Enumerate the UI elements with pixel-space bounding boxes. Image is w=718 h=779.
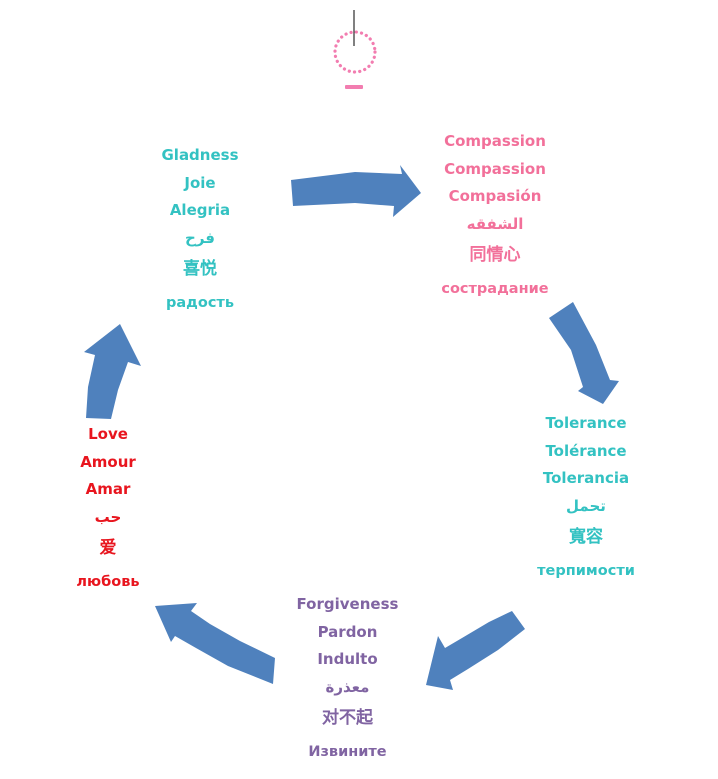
- tolerance-word-2: Tolérance: [545, 441, 627, 460]
- gladness-word-2: Joie: [184, 173, 216, 192]
- tolerance-word-3: Tolerancia: [542, 469, 630, 487]
- gladness-word-5: 喜悦: [183, 259, 217, 279]
- forgiveness-word-3: Indulto: [317, 650, 378, 668]
- forgiveness-word-4: معذرة: [325, 677, 370, 696]
- arrow-tolerance-to-forgiveness: [426, 611, 525, 690]
- gladness-word-3: Alegria: [169, 201, 231, 219]
- forgiveness-word-2: Pardon: [317, 622, 378, 641]
- tolerance-word-6: терпимости: [537, 563, 635, 579]
- compassion-word-4: الشفقه: [466, 214, 524, 233]
- gladness-word-4: فرح: [185, 228, 215, 247]
- compassion-word-6: сострадание: [441, 281, 549, 297]
- arrow-gladness-to-compassion: [291, 165, 421, 217]
- lightbulb-icon: [333, 10, 377, 89]
- gladness-word-1: Gladness: [161, 146, 239, 164]
- compassion-word-3: Compasión: [448, 187, 542, 205]
- love-word-3: Amar: [85, 480, 131, 498]
- gladness-word-6: радость: [165, 295, 234, 311]
- love-word-2: Amour: [80, 452, 136, 471]
- forgiveness-word-5: 对不起: [322, 708, 373, 728]
- tolerance-word-1: Tolerance: [545, 414, 627, 432]
- tolerance-word-5: 寬容: [569, 527, 603, 547]
- compassion-word-2: Compassion: [444, 159, 546, 178]
- compassion-word-1: Compassion: [444, 132, 546, 150]
- love-word-4: حب: [94, 507, 122, 526]
- tolerance-word-4: تحمل: [566, 496, 606, 515]
- love-word-5: 爱: [99, 538, 117, 558]
- arrow-love-to-gladness: [84, 324, 141, 419]
- forgiveness-word-1: Forgiveness: [296, 595, 399, 613]
- compassion-word-5: 同情心: [469, 245, 521, 265]
- arrow-compassion-to-tolerance: [549, 302, 619, 404]
- love-word-6: любовь: [76, 574, 140, 590]
- arrow-forgiveness-to-love: [155, 603, 275, 684]
- forgiveness-word-6: Извините: [308, 744, 387, 760]
- love-word-1: Love: [88, 425, 128, 443]
